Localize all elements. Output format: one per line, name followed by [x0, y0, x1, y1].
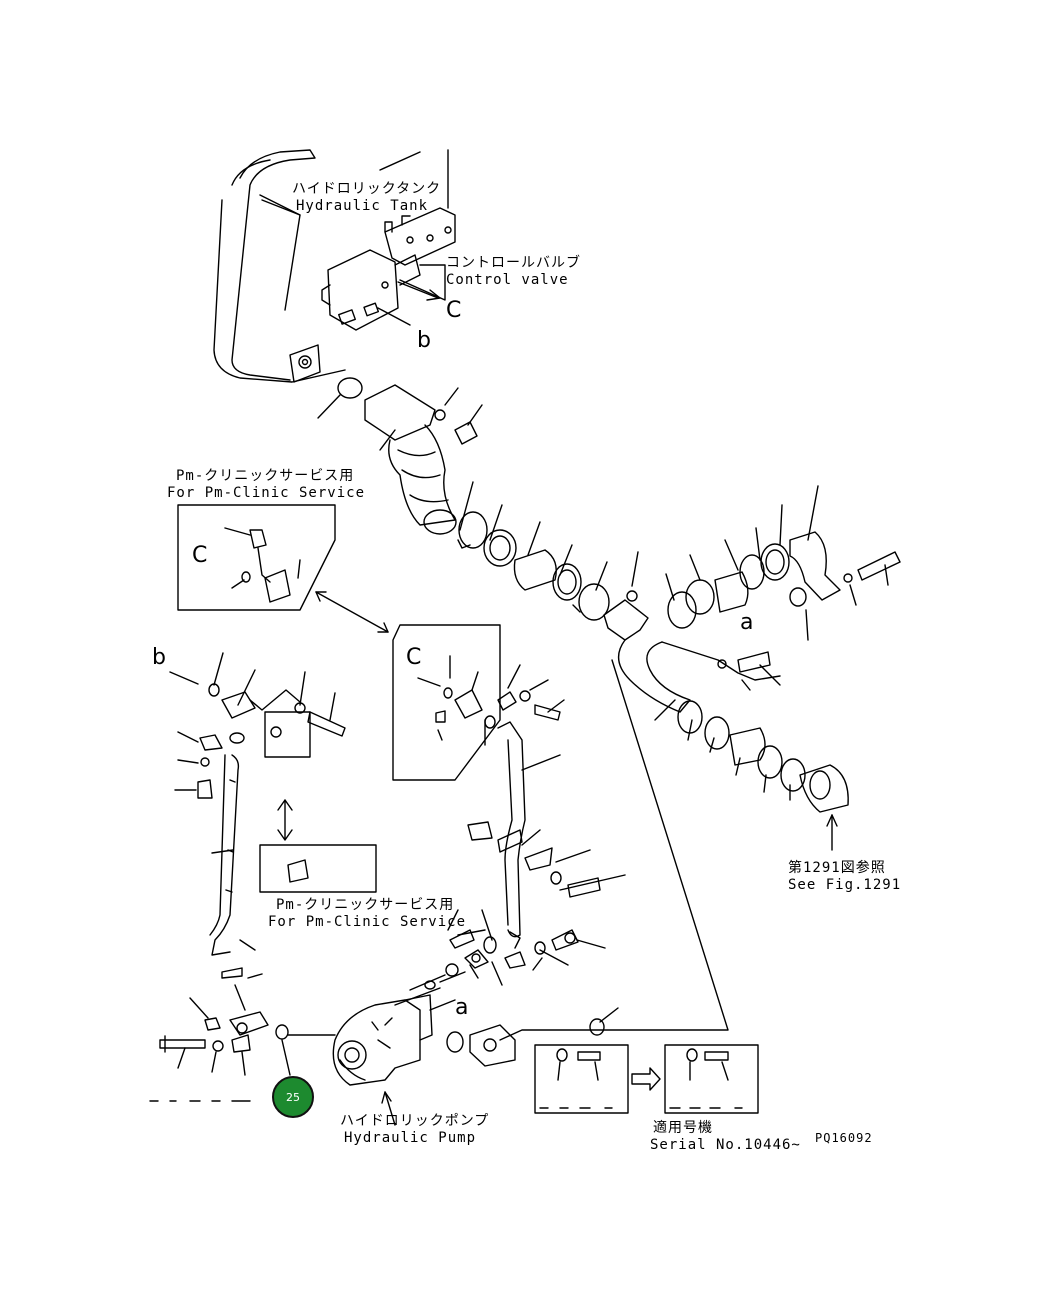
leader-lines: [654, 664, 791, 801]
callout-badge-25[interactable]: 25: [272, 1076, 314, 1118]
leader-lines: [169, 652, 336, 951]
pressure-line: [499, 659, 729, 1041]
leader-line: [379, 151, 421, 171]
serial-box-new: [664, 1044, 759, 1114]
serial-arrow: [631, 1067, 661, 1091]
hydraulic-pump-label-en: Hydraulic Pump: [344, 1130, 477, 1146]
marker-a-right: a: [740, 610, 754, 635]
arrow-b: [377, 307, 411, 326]
hydraulic-pump: [332, 994, 433, 1086]
serial-label-jp: 適用号機: [653, 1120, 713, 1136]
leader-line: [399, 264, 446, 301]
arrow-c: [397, 281, 439, 299]
see-fig-label-en: See Fig.1291: [788, 877, 902, 893]
arrows-a: [394, 974, 456, 1011]
suction-flange-tube: [364, 384, 457, 535]
arrow-c: [417, 677, 441, 687]
marker-c-upper: C: [446, 298, 462, 323]
double-arrow: [315, 591, 389, 633]
hose-clamps-upper: [457, 511, 901, 713]
hose-clamps-lower: [661, 641, 849, 813]
serial-label-en: Serial No.10446~: [650, 1137, 801, 1153]
marker-c-mid-box: C: [406, 645, 422, 670]
pressure-hose-middle: [424, 690, 601, 990]
arrow-pump: [384, 1091, 396, 1126]
leader-line: [261, 199, 301, 216]
left-hose-section: [197, 683, 377, 956]
marker-a-pump: a: [455, 995, 469, 1020]
control-valve-label-en: Control valve: [446, 272, 569, 288]
pm-clinic-box-middle: [392, 624, 501, 781]
leader-line: [317, 394, 341, 419]
leader-lines: [447, 664, 626, 986]
bolt: [454, 421, 478, 445]
leader-line: [379, 429, 396, 451]
pm-clinic-label-jp: Pm-クリニックサービス用: [176, 468, 355, 484]
o-ring: [275, 1024, 289, 1040]
serial-box-old: [534, 1044, 629, 1114]
hydraulic-pump-label-jp: ハイドロリックポンプ: [340, 1113, 490, 1129]
marker-b-upper: b: [417, 328, 431, 353]
pm-clinic-label-en: For Pm-Clinic Service: [167, 485, 366, 501]
pump-left-fittings: [159, 967, 269, 1053]
leader-lines: [177, 973, 263, 1076]
o-ring: [337, 377, 363, 399]
pm-clinic2-label-en: For Pm-Clinic Service: [268, 914, 467, 930]
drawing-code: PQ16092: [815, 1131, 873, 1145]
see-fig-label-jp: 第1291図参照: [788, 860, 886, 876]
hydraulic-tank-label-jp: ハイドロリックタンク: [292, 181, 442, 197]
washer: [434, 409, 446, 421]
control-valve-label-jp: コントロールバルブ: [446, 255, 581, 271]
pm-clinic2-label-jp: Pm-クリニックサービス用: [276, 897, 455, 913]
marker-b-left: b: [152, 645, 166, 670]
control-valve: [321, 207, 456, 331]
pm-clinic-box-upper: [177, 504, 336, 611]
leader-lines: [459, 481, 819, 601]
hydraulic-tank-label-en: Hydraulic Tank: [296, 198, 429, 214]
marker-c-pm-box: C: [192, 543, 208, 568]
